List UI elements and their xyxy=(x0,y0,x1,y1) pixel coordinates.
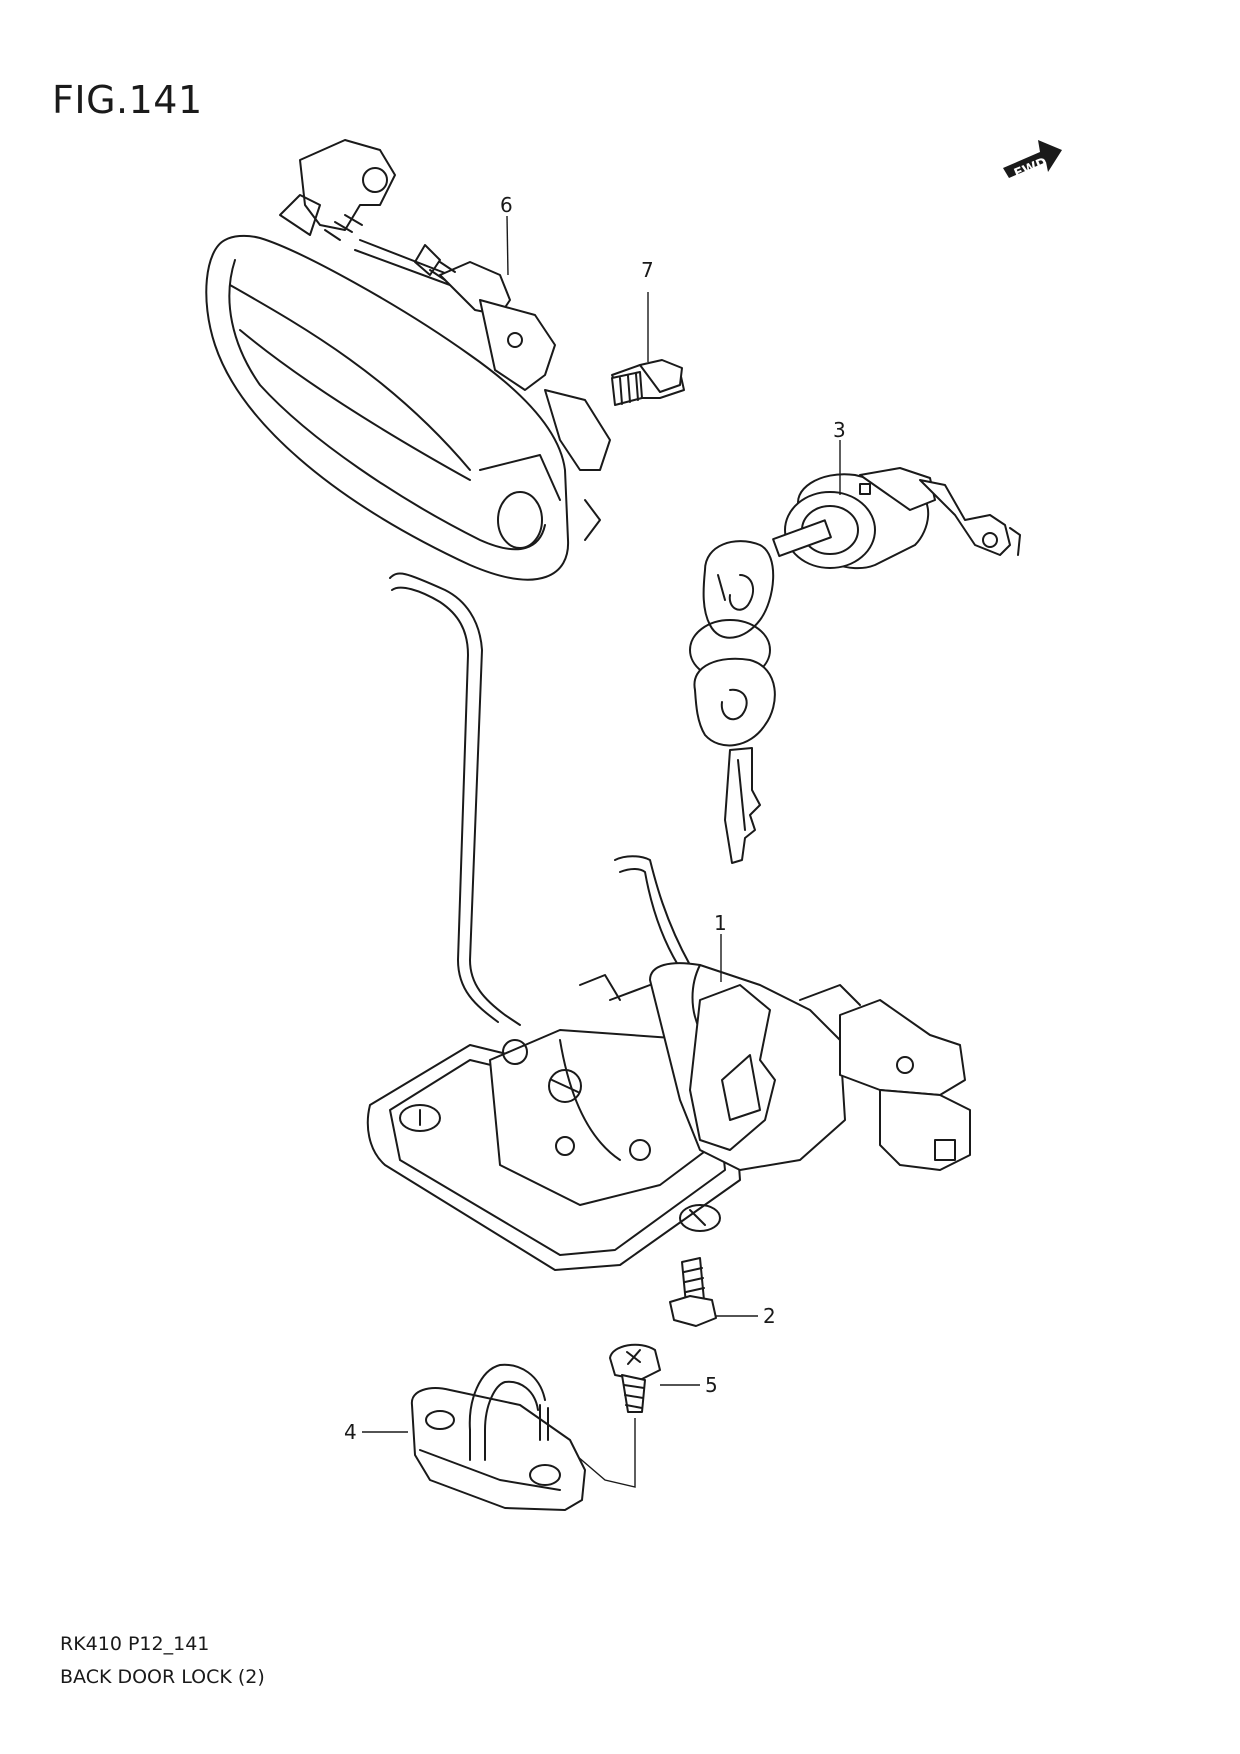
section-name: BACK DOOR LOCK (2) xyxy=(60,1666,265,1688)
figure-title: FIG.141 xyxy=(52,78,203,122)
callout-1: 1 xyxy=(714,911,727,935)
callout-4: 4 xyxy=(344,1420,357,1444)
part-3-key-cylinder xyxy=(689,467,1021,864)
fwd-arrow-icon: FWD xyxy=(1003,140,1062,182)
callout-7: 7 xyxy=(641,258,654,282)
part-4-striker xyxy=(410,1363,586,1511)
part-2-bolt xyxy=(669,1257,717,1327)
model-code: RK410 P12_141 xyxy=(60,1633,210,1655)
part-1-back-door-lock xyxy=(366,855,971,1271)
callout-2: 2 xyxy=(763,1304,776,1328)
rod xyxy=(389,572,521,1026)
callout-3: 3 xyxy=(833,418,846,442)
part-5-screw xyxy=(609,1343,661,1413)
part-6-outside-handle xyxy=(205,139,611,581)
callout-5: 5 xyxy=(705,1373,718,1397)
part-7-screw xyxy=(611,359,685,406)
callout-6: 6 xyxy=(500,193,513,217)
